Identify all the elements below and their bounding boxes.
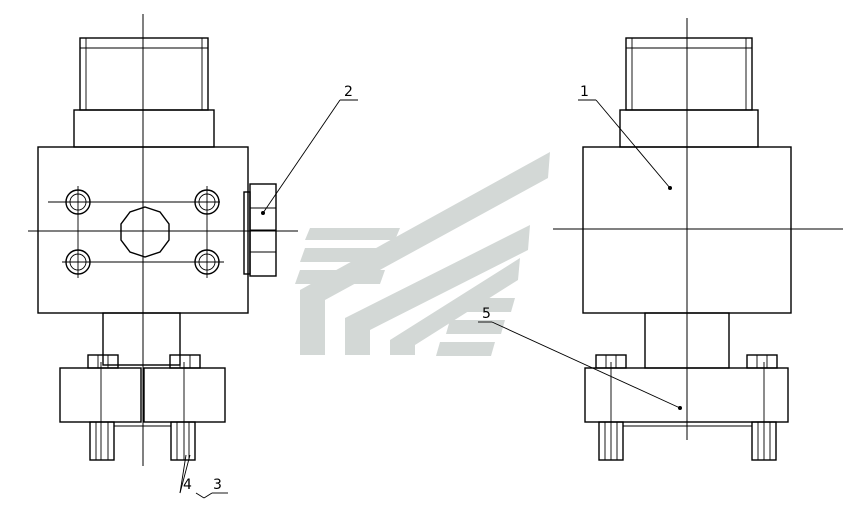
label-part-4: 4 bbox=[183, 477, 192, 493]
left-bottom-block-1 bbox=[59, 367, 142, 423]
label-part-3: 3 bbox=[213, 477, 222, 493]
left-neck bbox=[102, 312, 181, 366]
left-center-hex bbox=[120, 206, 170, 258]
label-part-5: 5 bbox=[482, 306, 491, 322]
right-collar bbox=[619, 109, 759, 148]
callout-1: 1 bbox=[578, 84, 672, 190]
left-view bbox=[28, 14, 298, 466]
side-nut bbox=[243, 183, 277, 277]
right-view bbox=[553, 18, 843, 461]
left-bottom-block-2 bbox=[143, 367, 226, 423]
left-flange-bolts bbox=[48, 186, 224, 278]
callout-2: 2 bbox=[261, 84, 358, 215]
left-top-cap bbox=[79, 37, 209, 111]
left-collar bbox=[73, 109, 215, 148]
watermark-logo bbox=[295, 152, 550, 356]
callout-3-4: 4 3 bbox=[179, 454, 228, 499]
callout-5: 5 bbox=[478, 306, 682, 410]
right-top-cap bbox=[625, 37, 753, 111]
label-part-1: 1 bbox=[580, 84, 589, 100]
label-part-2: 2 bbox=[344, 84, 353, 100]
